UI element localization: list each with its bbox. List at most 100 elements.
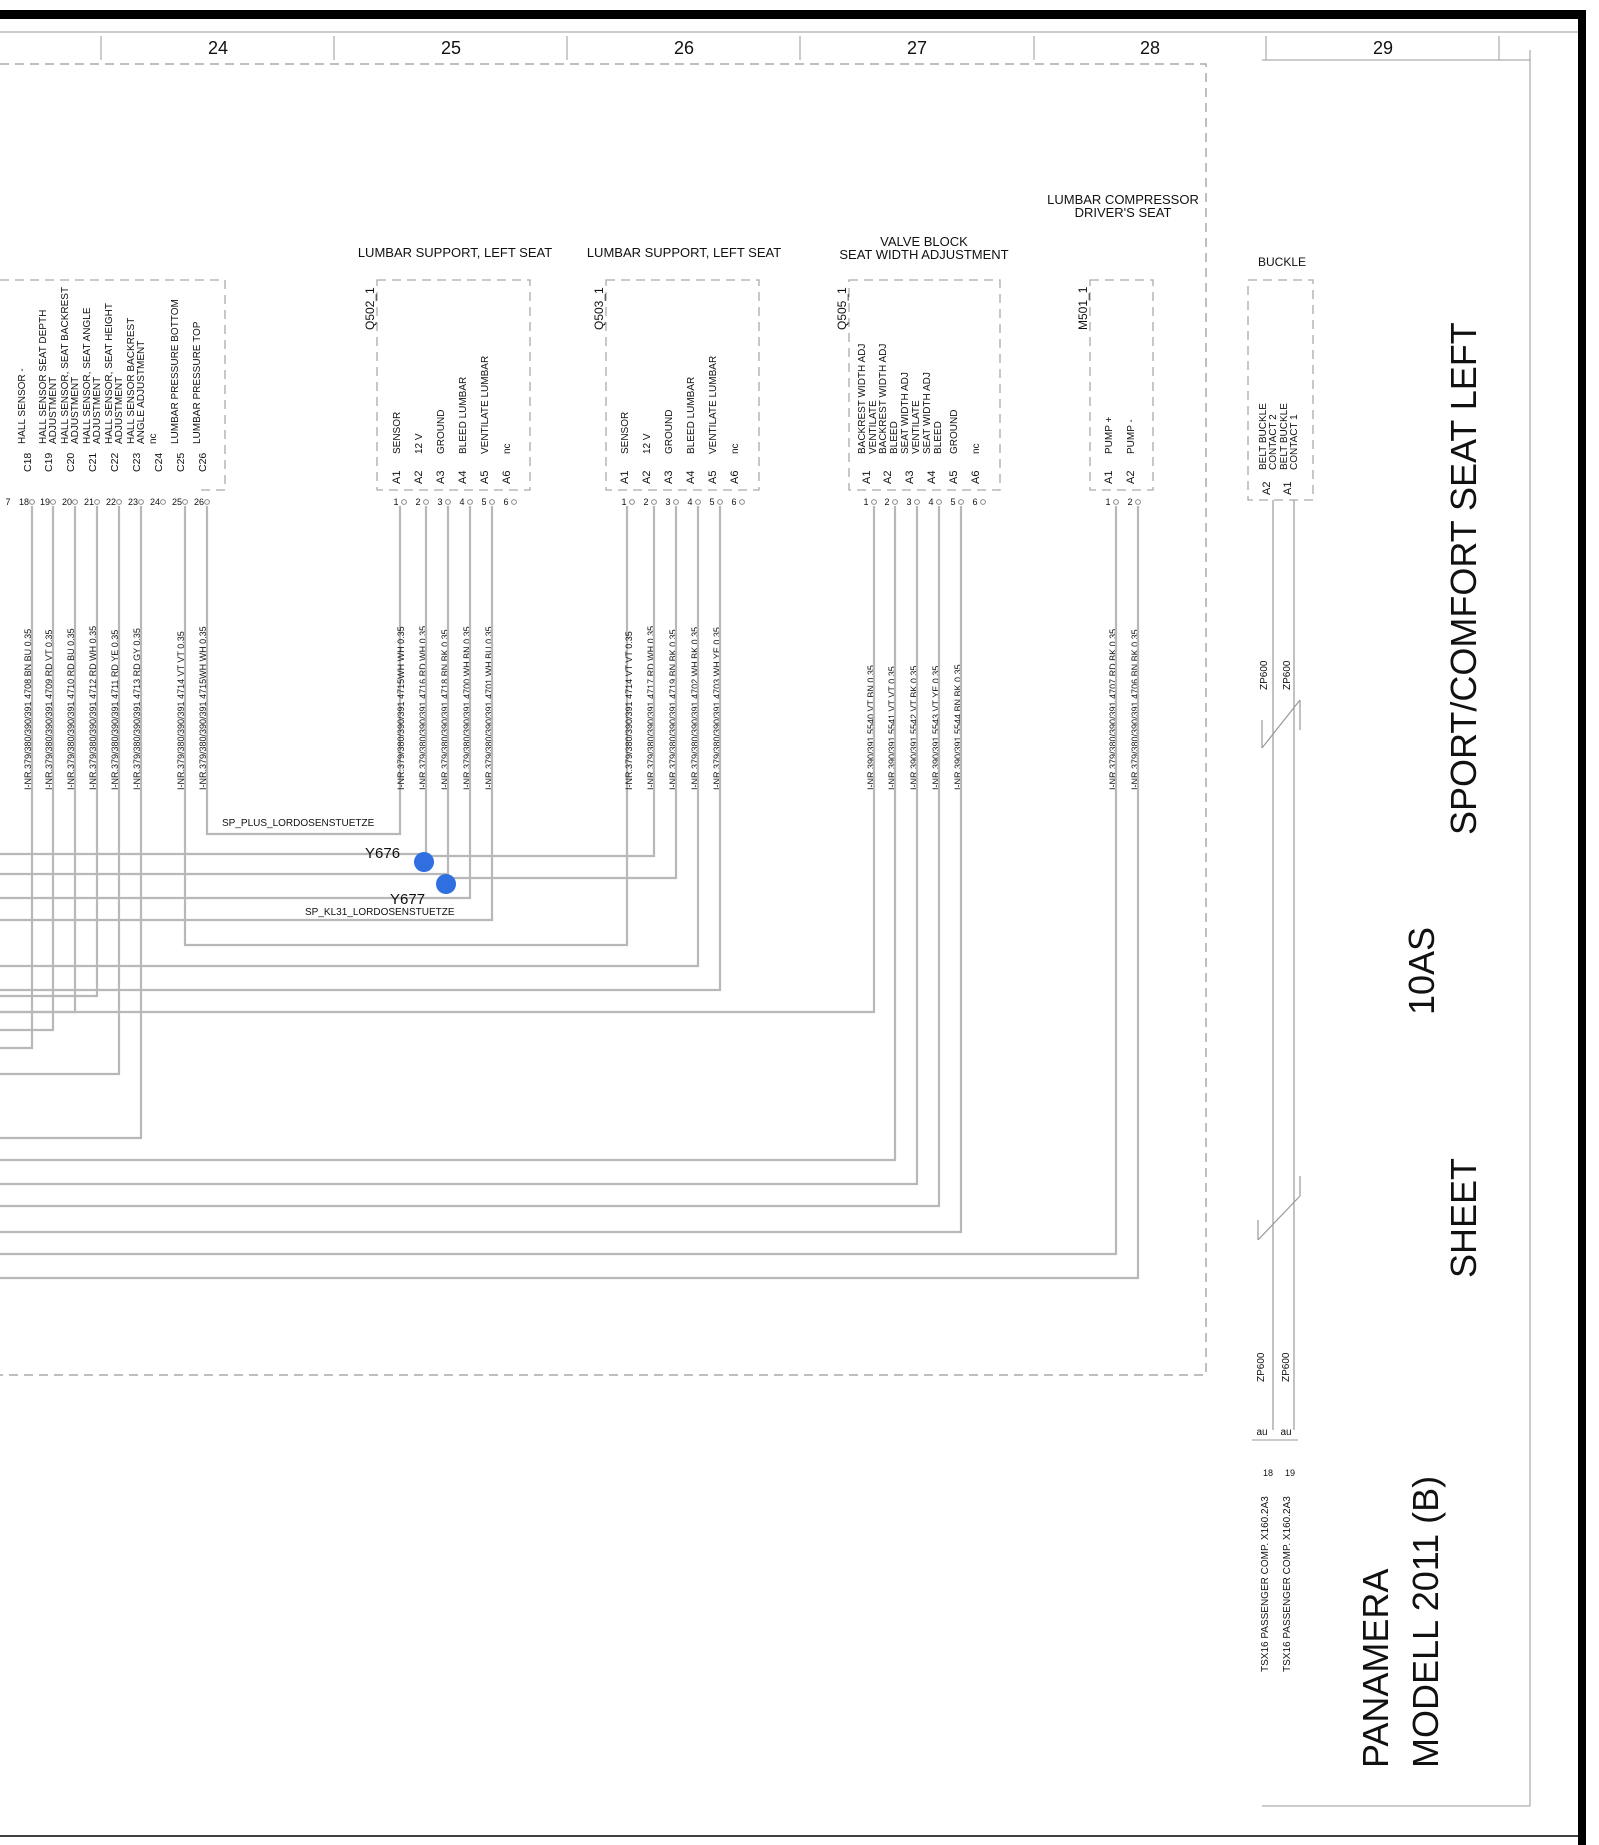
component-pin-id: A3: [904, 471, 916, 484]
component-pin-id: A6: [970, 471, 982, 484]
component-pin-label: PUMP +: [1104, 417, 1115, 454]
component-pin-id: A3: [663, 471, 675, 484]
left-pin-id: C25: [175, 453, 187, 472]
component-pin-number: 4: [687, 497, 692, 507]
component-wire-label: I-NR.379/380/390/391 4703 WH YE 0.35: [712, 627, 722, 790]
left-pin-number: 23: [128, 497, 138, 507]
component-pin-number: 2: [415, 497, 420, 507]
buckle-dest-number: 18: [1263, 1468, 1273, 1478]
component-pin-label-2: VENTILATE: [911, 400, 922, 454]
wire: [0, 506, 700, 968]
left-wire-label: I-NR.379/380/390/391 4710 RD BU 0.35: [66, 628, 76, 790]
component-id: M501_1: [1076, 286, 1090, 330]
left-wire-label: I-NR.379/380/390/391 4711 RD YE 0.35: [110, 630, 120, 790]
left-pin-label: nc: [148, 433, 159, 444]
component-wire-label: I-NR.379/380/390/391 4701 WH BU 0.35: [484, 626, 494, 790]
pin-terminal: [401, 499, 407, 505]
pin-terminal: [160, 499, 166, 505]
seat-module-dashed-boundary: [0, 63, 1207, 1376]
component-wire-label: I-NR.379/380/390/391 4719 BN BK 0.35: [668, 629, 678, 790]
component-pin-id: A2: [413, 471, 425, 484]
component-wire-label: I-NR.379/380/390/391 4700 WH BN 0.35: [462, 626, 472, 790]
wire: [0, 506, 55, 1032]
pin-terminal: [116, 499, 122, 505]
left-pin-number: 19: [40, 497, 50, 507]
component-pin-label: 12 V: [642, 433, 653, 454]
left-pin-number: 7: [5, 497, 10, 507]
left-pin-label: HALL SENSOR, SEAT HEIGHT: [104, 303, 115, 444]
component-pin-number: 4: [459, 497, 464, 507]
component-pin-number: 1: [393, 497, 398, 507]
wire: [0, 506, 897, 1162]
pin-terminal: [871, 499, 877, 505]
component-pin-id: A1: [391, 471, 403, 484]
left-pin-number: 18: [19, 497, 29, 507]
left-wire-label: I-NR.379/380/390/391 4709 RD VT 0.35: [44, 630, 54, 790]
component-pin-label: 12 V: [414, 433, 425, 454]
title-block-sheet: SHEET: [1443, 1158, 1484, 1278]
component-wire-label: I-NR.390/391 5541 VT VT 0.35: [887, 666, 897, 790]
pin-terminal: [739, 499, 745, 505]
left-pin-id: C26: [197, 453, 209, 472]
pin-terminal: [182, 499, 188, 505]
component-pin-number: 6: [503, 497, 508, 507]
title-block-model-1: PANAMERA: [1355, 1569, 1396, 1768]
component-pin-id: A4: [685, 471, 697, 484]
component-pin-number: 5: [709, 497, 714, 507]
component-pin-label: SEAT WIDTH ADJ: [922, 372, 933, 454]
wire: [0, 506, 77, 1014]
component-pin-number: 6: [972, 497, 977, 507]
pin-terminal: [204, 499, 210, 505]
buckle-outline: [1247, 279, 1314, 501]
component-wire-label: I-NR.390/391 5543 VT YE 0.35: [931, 666, 941, 790]
wire: [0, 506, 1118, 1256]
left-pin-number: 26: [194, 497, 204, 507]
wire: [421, 506, 656, 858]
wire: [0, 506, 121, 1076]
component-pin-label-2: VENTILATE: [868, 400, 879, 454]
column-number: 24: [208, 38, 228, 58]
component-wire-label: I-NR.379/380/390/391 4715WH WH 0.35: [396, 626, 406, 790]
component-id: Q503_1: [592, 287, 606, 330]
pin-terminal: [50, 499, 56, 505]
component-pin-number: 5: [950, 497, 955, 507]
component-pin-id: A1: [1103, 471, 1115, 484]
component-wire-label: I-NR.390/391 5542 VT BK 0.35: [909, 666, 919, 790]
buckle-pin-label-2: CONTACT 2: [1268, 414, 1279, 470]
component-wire-label: I-NR.379/380/390/391 4718 BN BK 0.35: [440, 629, 450, 790]
splice-y676-dot: [414, 852, 434, 872]
component-pin-label: PUMP -: [1126, 419, 1137, 454]
component-pin-id: A5: [948, 471, 960, 484]
component-pin-label-2: BLEED: [889, 421, 900, 454]
component-pin-label: GROUND: [436, 410, 447, 454]
pin-terminal: [29, 499, 35, 505]
left-pin-label: HALL SENSOR BACKREST: [126, 318, 137, 444]
component-pin-label: nc: [971, 443, 982, 454]
component-pin-id: A1: [619, 471, 631, 484]
wire: [0, 506, 1140, 1280]
component-pin-label: nc: [502, 443, 513, 454]
buckle-pin-label: BELT BUCKLE: [1258, 403, 1269, 470]
component-pin-id: A3: [435, 471, 447, 484]
component-pin-id: A4: [457, 471, 469, 484]
left-pin-id: C20: [65, 453, 77, 472]
pin-terminal: [892, 499, 898, 505]
left-pin-id: C24: [153, 453, 165, 472]
component-pin-number: 3: [665, 497, 670, 507]
component-pin-id: A2: [641, 471, 653, 484]
left-pin-label: HALL SENSOR, SEAT BACKREST: [60, 287, 71, 444]
wire: [0, 506, 428, 856]
component-pin-id: A2: [882, 471, 894, 484]
component-pin-label: SENSOR: [392, 412, 403, 454]
left-pin-number: 20: [62, 497, 72, 507]
component-outline: [376, 279, 531, 491]
left-wire-label: I-NR.379/380/390/391 4714 VT VT 0.35: [176, 631, 186, 790]
component-pin-label: BLEED LUMBAR: [686, 377, 697, 454]
pin-terminal: [1113, 499, 1119, 505]
wire: [444, 506, 678, 880]
component-pin-number: 3: [437, 497, 442, 507]
splice-y676-label: SP_PLUS_LORDOSENSTUETZE: [222, 818, 375, 829]
wire: [0, 506, 99, 998]
component-pin-id: A6: [501, 471, 513, 484]
